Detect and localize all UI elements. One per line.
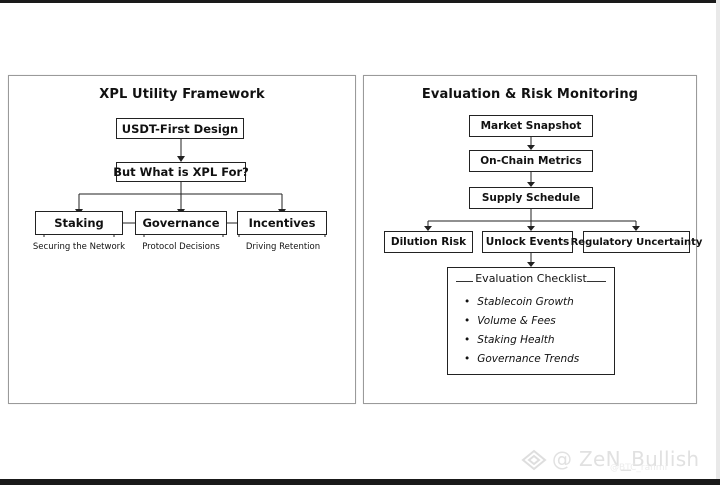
checklist-item-label: Volume & Fees xyxy=(477,315,556,327)
checklist-item-label: Stablecoin Growth xyxy=(477,296,574,308)
checklist-title: Evaluation Checklist xyxy=(475,272,587,285)
governance-caption: Protocol Decisions xyxy=(142,242,220,252)
market-snapshot-box: Market Snapshot xyxy=(469,115,593,137)
checklist-item-label: Governance Trends xyxy=(477,353,580,365)
staking-caption: Securing the Network xyxy=(32,242,126,252)
checklist-item: • Stablecoin Growth xyxy=(464,296,574,308)
incentives-box: Incentives xyxy=(237,211,327,235)
bullet-icon: • xyxy=(464,315,471,327)
top-frame-bar xyxy=(0,0,720,3)
checklist-item: • Volume & Fees xyxy=(464,315,556,327)
unlock-events-box: Unlock Events xyxy=(482,231,573,253)
watermark-subtext: @BTC_ranmi xyxy=(610,463,668,473)
checklist-item-label: Staking Health xyxy=(477,334,555,346)
risk-monitoring-connectors xyxy=(424,137,640,267)
incentives-caption: Driving Retention xyxy=(245,242,321,252)
right-edge xyxy=(716,0,720,485)
xpl-purpose-question-box: But What is XPL For? xyxy=(113,162,249,182)
checklist-item: • Staking Health xyxy=(464,334,555,346)
risk-monitoring-panel: Evaluation & Risk Monitoring Market Snap… xyxy=(363,75,702,404)
risk-monitoring-title: Evaluation & Risk Monitoring xyxy=(421,87,639,102)
diamond-logo-icon xyxy=(521,449,547,471)
bullet-icon: • xyxy=(464,334,471,346)
utility-framework-title: XPL Utility Framework xyxy=(99,87,265,102)
utility-framework-panel: XPL Utility Framework USDT-First Design … xyxy=(8,75,356,404)
evaluation-checklist: Evaluation Checklist •Stablecoin Growth … xyxy=(447,267,615,375)
bullet-icon: • xyxy=(464,296,471,308)
checklist-rule-right xyxy=(587,281,606,282)
governance-box: Governance xyxy=(135,211,227,235)
staking-box: Staking xyxy=(35,211,123,235)
bottom-frame-bar xyxy=(0,479,720,485)
checklist-rule-left xyxy=(456,281,473,282)
usdt-first-design-box: USDT-First Design xyxy=(116,118,244,139)
on-chain-metrics-box: On-Chain Metrics xyxy=(469,150,593,172)
dilution-risk-box: Dilution Risk xyxy=(384,231,473,253)
supply-schedule-box: Supply Schedule xyxy=(469,187,593,209)
regulatory-uncertainty-box: Regulatory Uncertainty xyxy=(571,231,702,253)
watermark-text: @ ZeN_Bullish xyxy=(552,447,700,471)
bullet-icon: • xyxy=(464,353,471,365)
checklist-item: • Governance Trends xyxy=(464,353,579,365)
